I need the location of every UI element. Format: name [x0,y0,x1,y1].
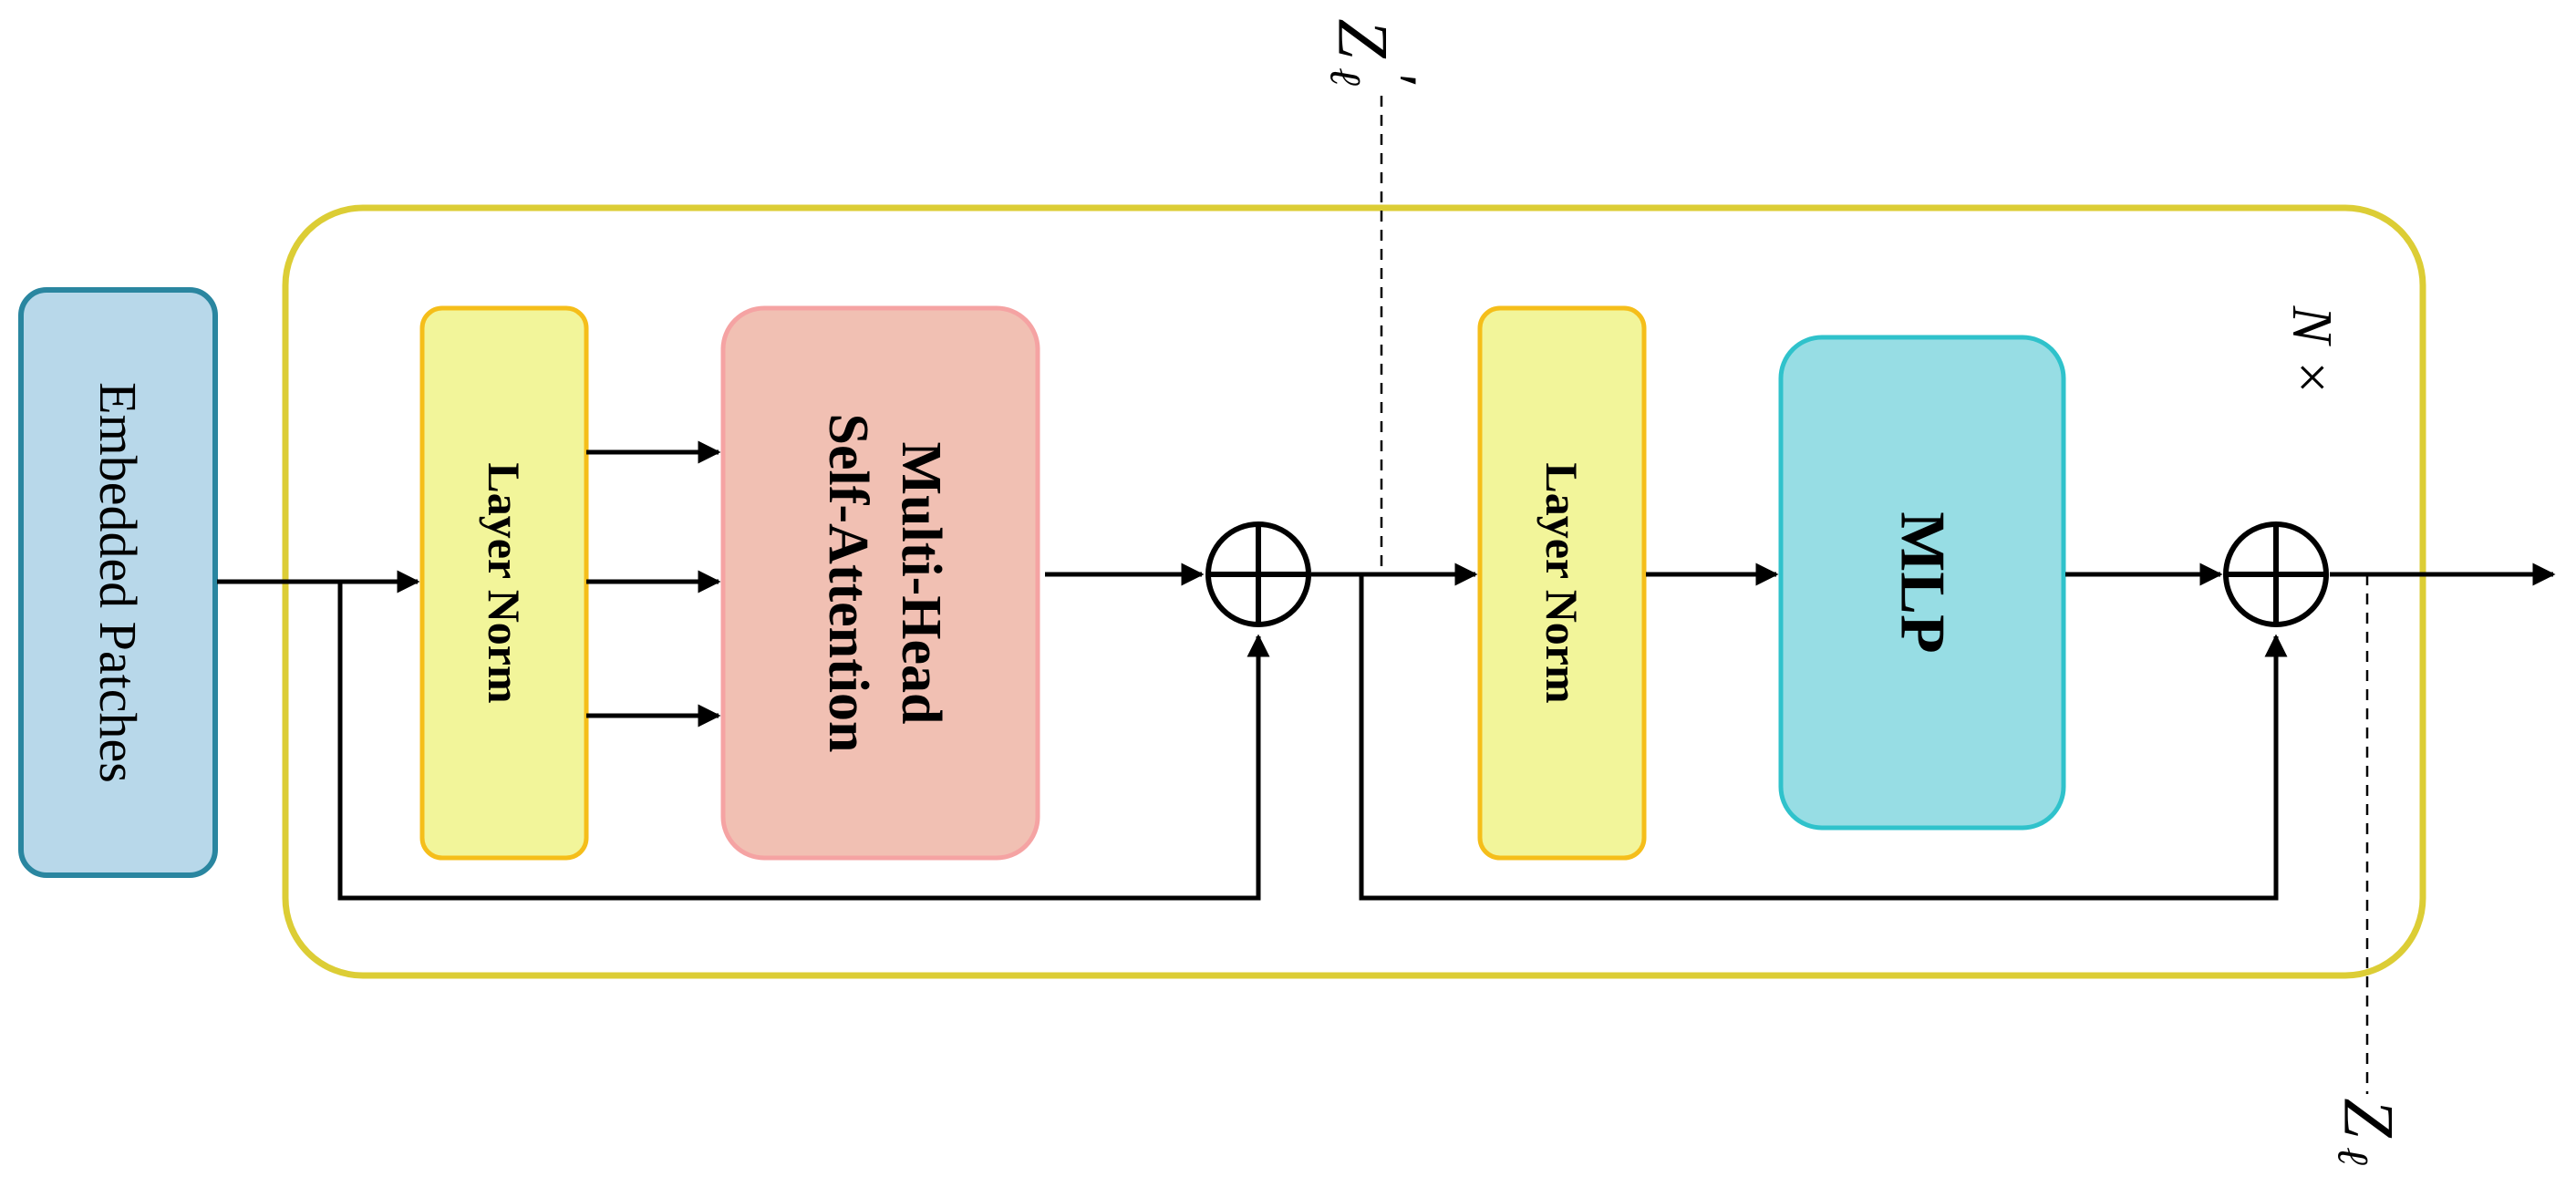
multi-head-self-attention-node: Multi-Head Self-Attention [720,305,1040,861]
self-attention-label: Self-Attention [817,414,879,753]
mlp-node: MLP [1778,335,2066,831]
multi-head-self-attention-box [720,305,1040,861]
layer-norm-2-node: Layer Norm [1477,305,1647,861]
add-node-2 [2223,521,2329,627]
connectors [217,440,2556,901]
z-annotation: Z ℓ [2329,1098,2409,1165]
z-base: Z [2330,1098,2409,1139]
encoder-block-frame [282,204,2426,979]
z-subscript: ℓ [2329,1147,2377,1165]
mlp-label: MLP [1888,511,1958,654]
repeat-count-label: N × [2281,305,2343,397]
residual-connection-1 [337,582,1270,901]
multi-head-label: Multi-Head [890,442,952,725]
embedded-patches-node: Embedded Patches [18,287,218,878]
embedded-patches-box [18,287,218,878]
z-prime-base: Z [1324,18,1403,59]
layer-norm-1-node: Layer Norm [419,305,589,861]
z-prime-mark: ′ [1360,69,1430,85]
layer-norm-2-label: Layer Norm [1536,462,1588,703]
embedded-patches-label: Embedded Patches [88,382,148,783]
layer-norm-2-box [1477,305,1647,861]
add-node-1 [1205,521,1311,627]
z-prime-subscript: ℓ [1321,67,1370,86]
residual-connection-2 [1359,574,2288,901]
mlp-box [1778,335,2066,831]
tap-lines [1380,96,2369,1094]
layer-norm-1-label: Layer Norm [479,462,530,703]
z-prime-annotation: Z ℓ ′ [1321,18,1430,86]
